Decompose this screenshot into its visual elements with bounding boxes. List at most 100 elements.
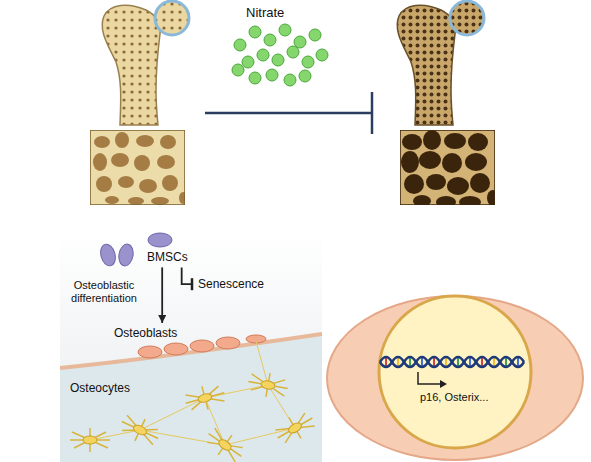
- nitrate-particles-part: [272, 54, 284, 66]
- dna-helix-part-part: [505, 357, 507, 367]
- dna-helix-part-part: [409, 357, 411, 367]
- trabecular-bone-right-part-part: [468, 133, 488, 151]
- nitrate-particles-part: [266, 69, 278, 81]
- bone-tissue-panel-part: [60, 334, 322, 462]
- dna-helix-part-part: [433, 357, 435, 367]
- trabecular-bone-right-part-part: [470, 173, 490, 193]
- osteocyte-cells-part: [70, 428, 110, 452]
- nitrate-particles-part: [234, 39, 246, 51]
- osteocyte-cells-part-part: [217, 438, 233, 453]
- femur-right: [397, 1, 484, 125]
- osteocyte-cells-part-part: [272, 408, 319, 449]
- trabecular-bone-right-part-part: [442, 153, 462, 173]
- trabecular-bone-left-part-part: [96, 176, 112, 192]
- node-text: Senescence: [198, 277, 264, 291]
- trabecular-bone-right-part-part: [459, 196, 481, 205]
- trabecular-bone-left-part-part: [93, 153, 107, 171]
- trabecular-bone-right-part-part: [436, 196, 456, 205]
- dna-helix-part-part: [397, 357, 399, 367]
- dna-helix-part-part: [481, 357, 483, 367]
- dna-helix-part-part: [457, 357, 459, 367]
- femur-right-part: [450, 1, 484, 35]
- cell-type-label: BMSCs: [145, 249, 190, 265]
- trabecular-bone-right-part: [400, 130, 495, 205]
- trabecular-bone-left-part-part: [128, 197, 144, 205]
- bmsc-cells-part: [117, 243, 135, 267]
- trabecular-bone-left-part-part: [157, 155, 175, 169]
- dna-helix-part-part: [469, 357, 471, 367]
- trabecular-bone-left-part: [90, 130, 185, 205]
- osteocyte-cells-part-part: [260, 380, 275, 390]
- osteocyte-cells-part-part: [132, 423, 148, 436]
- osteocyte-cells-part-part: [197, 392, 213, 403]
- agent-label: Nitrate: [246, 5, 284, 21]
- nitrate-particles-part: [242, 56, 254, 68]
- trabecular-bone-right-part-part: [426, 174, 446, 190]
- nitrate-particles-part: [284, 74, 296, 86]
- bone-tissue-panel: [60, 230, 322, 462]
- trabecular-bone-right-part-part: [487, 190, 495, 205]
- trabecular-bone-left-part-part: [118, 176, 134, 188]
- gene-label: p16, Osterix...: [420, 391, 488, 404]
- nitrate-particles-part: [264, 34, 276, 46]
- cell: [327, 296, 583, 460]
- trabecular-bone-left: [90, 130, 185, 205]
- cell-type-label: Osteocytes: [70, 381, 130, 395]
- osteoblast-cells-part: [190, 340, 214, 352]
- osteoblast-cells-part: [216, 337, 240, 349]
- node-text: Osteoblasts: [114, 326, 177, 340]
- osteocyte-cells: [70, 370, 318, 462]
- osteocyte-cells-part-part: [202, 424, 249, 462]
- nitrate-particles-part: [309, 29, 321, 41]
- trabecular-bone-left-part-part: [162, 175, 178, 191]
- osteocyte-cells-part: [117, 411, 163, 450]
- osteocyte-cells-part-part: [83, 436, 97, 444]
- trabecular-bone-left-part-part: [115, 132, 129, 148]
- bone-tissue-panel-part: [60, 230, 322, 462]
- inhibition-line-part: [205, 112, 372, 115]
- inhibition-arrow: [182, 267, 192, 284]
- nitrate-particles-part: [232, 64, 244, 76]
- osteocyte-cells-part: [202, 424, 249, 462]
- nitrate-particles-part: [257, 49, 269, 61]
- trabecular-bone-right-part-part: [419, 151, 441, 169]
- trabecular-bone-left-part-part: [94, 136, 110, 148]
- trabecular-bone-left-part-part: [151, 197, 169, 205]
- trabecular-bone-left-part-part: [105, 196, 119, 204]
- nitrate-particles-part: [287, 46, 299, 58]
- process-label: Osteoblastic differentiation: [62, 279, 146, 305]
- transcription-arrowhead: [440, 380, 447, 388]
- trabecular-bone-right-part-part: [465, 153, 487, 171]
- osteocyte-cells-part-part: [70, 428, 110, 452]
- dna-helix-part: [380, 357, 524, 367]
- nitrate-particles-part: [302, 56, 314, 68]
- node-text: BMSCs: [147, 250, 188, 264]
- trabecular-bone-left-part-part: [136, 135, 154, 147]
- osteoblast-cells-part: [138, 346, 162, 358]
- osteoblast-cells-part: [164, 343, 188, 355]
- trabecular-bone-left-part-part: [160, 135, 176, 149]
- trabecular-bone-right-part: [401, 130, 495, 205]
- nitrate-particles-part: [299, 70, 311, 82]
- dna-helix-part-part: [385, 357, 387, 367]
- cell-part: [327, 296, 583, 460]
- nitrate-particles-part: [249, 26, 261, 38]
- trabecular-bone-left-part-part: [134, 155, 150, 171]
- trabecular-bone-right-part: [400, 130, 495, 205]
- osteocyte-cells-part: [183, 381, 228, 415]
- trabecular-bone-right-part-part: [402, 134, 422, 150]
- trabecular-bone-left-part-part: [139, 179, 157, 193]
- dna-helix-part-part: [421, 357, 423, 367]
- inhibition-line: [205, 92, 372, 134]
- nitrate-particles: [232, 24, 328, 86]
- dna-helix-part-part: [493, 357, 495, 367]
- trabecular-bone-right-part-part: [413, 195, 431, 205]
- nitrate-particles-part: [316, 49, 328, 61]
- dna-helix-part: [380, 357, 524, 367]
- nucleus: [379, 296, 531, 448]
- trabecular-bone-right-part-part: [404, 174, 424, 194]
- osteocyte-cells-part-part: [246, 370, 290, 401]
- trabecular-bone-left-part: [93, 132, 185, 205]
